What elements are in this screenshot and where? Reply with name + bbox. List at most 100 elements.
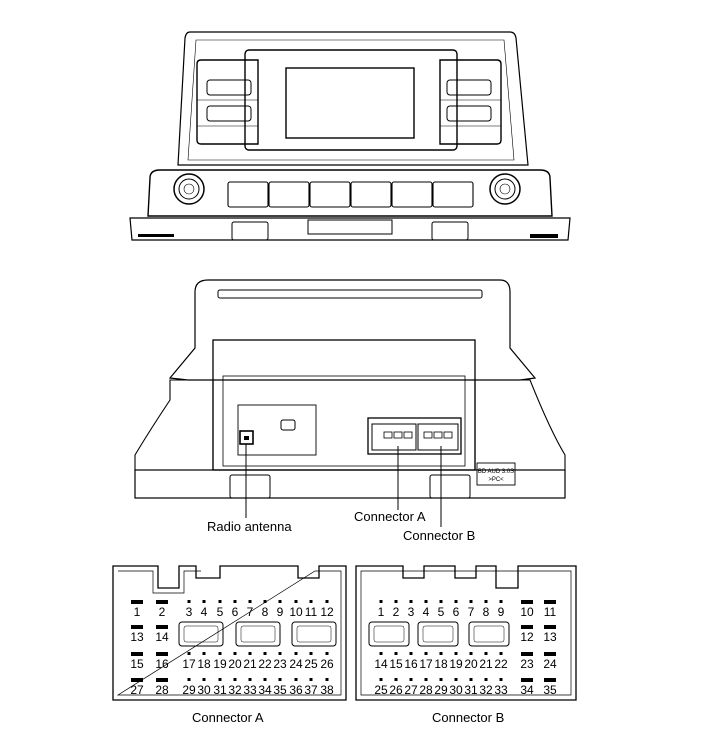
connector-a-pin-label: 11 (305, 605, 318, 619)
connector-a-latch-3 (291, 621, 337, 647)
rear-bezel-outline (168, 279, 537, 381)
center-screen-frame (244, 49, 458, 151)
connector-b-pin-label: 17 (419, 657, 433, 671)
connector-a-pin-label: 22 (258, 657, 272, 671)
connector-a-pin-label: 31 (213, 683, 227, 697)
connector-a-pin-mark (233, 652, 237, 655)
connector-b-pin-mark (409, 600, 413, 603)
connector-a-pin-mark (156, 600, 168, 604)
connector-b-pin-mark (521, 652, 533, 656)
connector-b-latch-2 (417, 621, 459, 647)
preset-button (432, 181, 474, 208)
connector-a-pin-label: 37 (304, 683, 318, 697)
connector-b-pin-mark (439, 652, 443, 655)
connector-b-pin-mark (454, 678, 458, 681)
connector-a-pin-label: 4 (201, 605, 208, 619)
connector-a-pin-label: 17 (182, 657, 196, 671)
connector-a-pin-mark (278, 600, 282, 603)
connector-a-housing (112, 565, 347, 701)
connector-a-pin-mark (131, 625, 143, 629)
rear-label-line-2: >PC< (488, 477, 504, 483)
connector-a-pin-label: 9 (277, 605, 284, 619)
left-button-pad (196, 59, 259, 145)
connector-b-pin-label: 26 (389, 683, 403, 697)
connector-b-pin-mark (454, 600, 458, 603)
preset-buttons (227, 181, 474, 208)
left-lower-button (206, 105, 252, 122)
connector-a-pin-label: 15 (130, 657, 144, 671)
connector-b-pin-mark (394, 678, 398, 681)
preset-button (268, 181, 310, 208)
connector-a-pin-label: 33 (243, 683, 257, 697)
connector-a-pin-mark (218, 600, 222, 603)
connector-a-pin-mark (263, 652, 267, 655)
connector-a-pin-mark (294, 600, 298, 603)
connector-b-pin-mark (521, 678, 533, 682)
connector-a-pin-label: 35 (273, 683, 287, 697)
connector-b-pin-label: 16 (404, 657, 418, 671)
rear-label-line-1: BD AUD 3.0S (478, 469, 514, 475)
connector-a-pin-mark (218, 678, 222, 681)
connector-a-pin-label: 28 (155, 683, 169, 697)
connector-a-pin-label: 21 (243, 657, 257, 671)
connector-b-pin-label: 13 (543, 630, 557, 644)
connector-b-pin-mark (439, 678, 443, 681)
connector-a-pin-mark (278, 652, 282, 655)
connector-b-pin-label: 9 (498, 605, 505, 619)
bottom-frame (134, 469, 566, 499)
connector-a-pin-label: 18 (197, 657, 211, 671)
tune-knob (489, 173, 521, 205)
rear-connector-block (367, 417, 462, 455)
front-bezel-outline (177, 31, 529, 166)
connector-b-pin-mark (544, 652, 556, 656)
connector-a-pin-label: 36 (289, 683, 303, 697)
connector-a-pin-mark (325, 600, 329, 603)
connector-b-pin-label: 32 (479, 683, 493, 697)
rear-connector-a (371, 423, 417, 451)
connector-a-callout: Connector A (354, 509, 426, 524)
connector-a-pin-mark (131, 652, 143, 656)
connector-a-pin-mark (187, 678, 191, 681)
connector-b-latch-3 (468, 621, 510, 647)
connector-b-pin-mark (379, 600, 383, 603)
connector-b-pin-mark (544, 600, 556, 604)
left-upper-button (206, 79, 252, 96)
connector-a-pin-label: 8 (262, 605, 269, 619)
connector-b-pin-label: 24 (543, 657, 557, 671)
connector-a-pin-label: 25 (304, 657, 318, 671)
connector-b-pin-mark (484, 652, 488, 655)
connector-a-pin-label: 26 (320, 657, 334, 671)
connector-a-pin-label: 19 (213, 657, 227, 671)
connector-a-pin-mark (278, 678, 282, 681)
connector-a-pin-mark (248, 600, 252, 603)
connector-b-pin-mark (499, 678, 503, 681)
connector-b-pin-mark (424, 652, 428, 655)
connector-a-caption: Connector A (192, 710, 264, 725)
bottom-mount-right (429, 474, 471, 499)
connector-a-pin-label: 29 (182, 683, 196, 697)
rear-connector-b (417, 423, 459, 451)
connector-a-pin-mark (131, 678, 143, 682)
connector-a-pin-mark (309, 652, 313, 655)
right-bracket (474, 379, 566, 471)
connector-a-pin-mark (218, 652, 222, 655)
bottom-mount-left (229, 474, 271, 499)
connector-a-pin-label: 30 (197, 683, 211, 697)
connector-a-pin-mark (233, 678, 237, 681)
preset-button (391, 181, 433, 208)
connector-a-pin-label: 27 (130, 683, 144, 697)
connector-b-pin-label: 31 (464, 683, 478, 697)
connector-a-pin-label: 7 (247, 605, 254, 619)
connector-b-caption: Connector B (432, 710, 505, 725)
right-lower-button (446, 105, 492, 122)
connector-a-pin-mark (187, 600, 191, 603)
connector-b-pin-label: 15 (389, 657, 403, 671)
connector-a-pin-mark (187, 652, 191, 655)
connector-b-pin-label: 14 (374, 657, 388, 671)
connector-b-pin-mark (379, 652, 383, 655)
connector-b-pin-label: 1 (378, 605, 385, 619)
